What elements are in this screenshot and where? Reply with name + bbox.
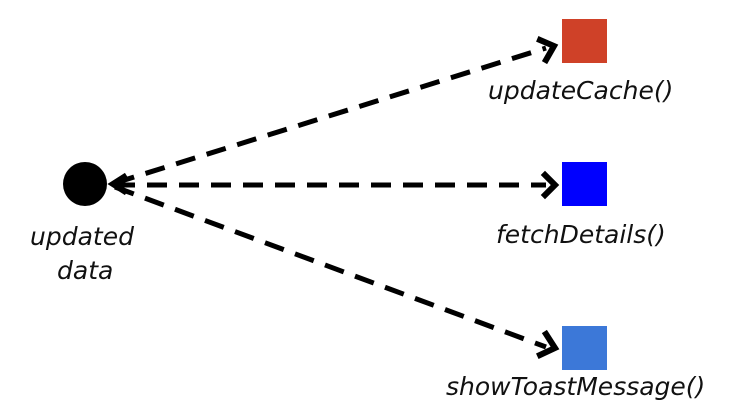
arrowhead-show-toast [536,329,560,359]
edge-to-show-toast [114,184,547,350]
update-cache-node [562,19,607,63]
source-node [63,162,107,206]
fetch-details-node [562,162,607,206]
arrowhead-source [107,172,129,196]
arrowhead-fetch-details [540,170,560,200]
show-toast-label: showToastMessage() [446,372,706,401]
update-cache-label: updateCache() [488,76,674,105]
edge-to-update-cache [114,45,547,186]
source-label-line1: updated [30,222,134,251]
fetch-details-label: fetchDetails() [496,220,666,249]
source-label-line2: data [57,256,114,285]
arrowhead-update-cache [536,36,559,65]
show-toast-node [562,326,607,370]
